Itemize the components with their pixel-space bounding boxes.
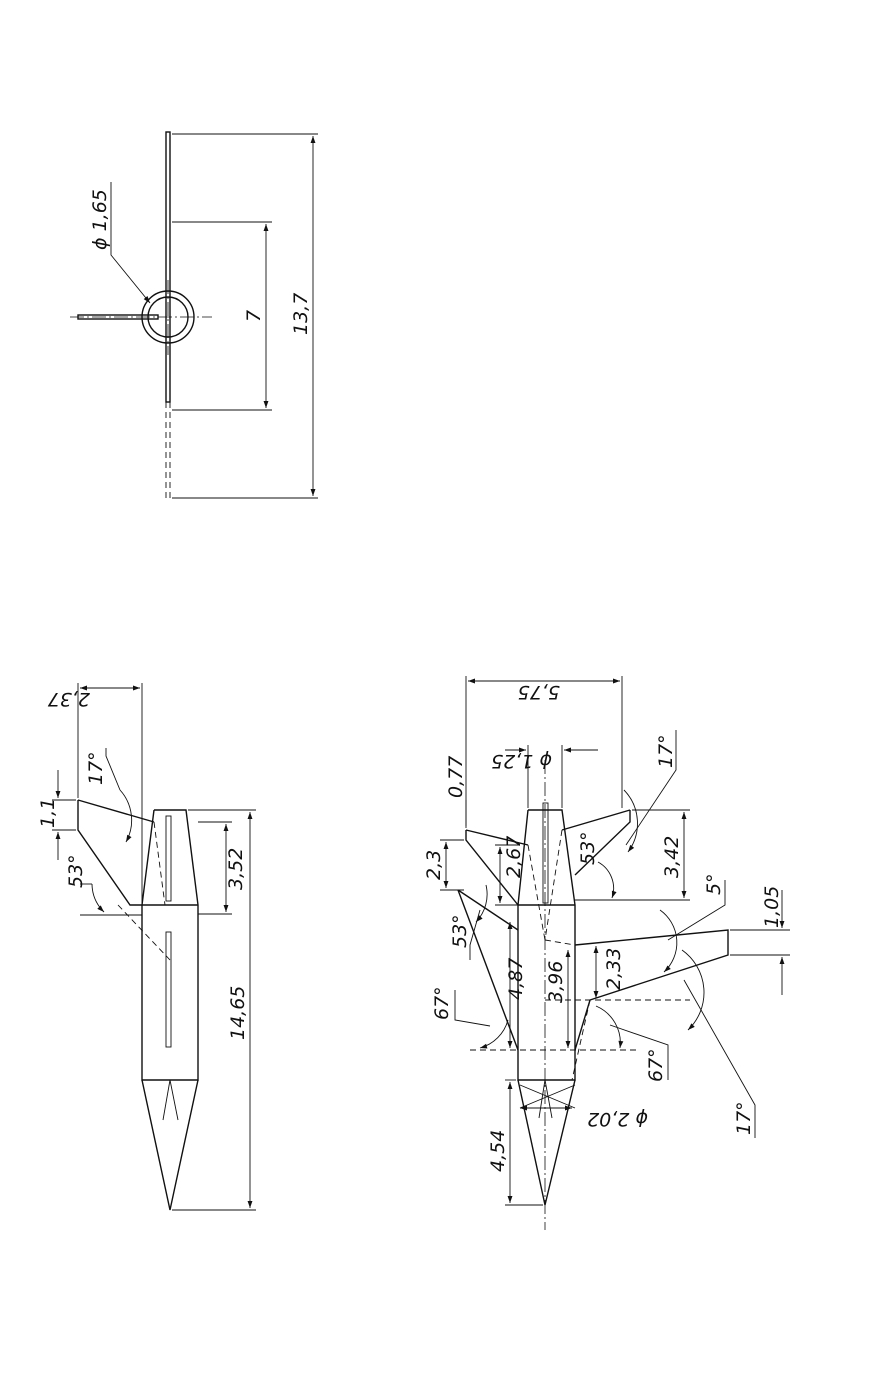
top-dim-0-77: 0,77 bbox=[445, 756, 467, 798]
front-diameter-label: ϕ 1,65 bbox=[89, 189, 111, 250]
top-dim-5-75: 5,75 bbox=[518, 681, 560, 703]
top-angle-53-wing: 53° bbox=[449, 914, 471, 948]
side-nose-cone bbox=[141, 1079, 199, 1211]
top-dim-3-96: 3,96 bbox=[545, 961, 567, 1003]
side-view: 2,37 1,1 17° 53° 3,52 14,65 bbox=[37, 683, 256, 1211]
top-dim-4-87: 4,87 bbox=[505, 958, 527, 1000]
side-dim-14-65: 14,65 bbox=[227, 986, 249, 1040]
top-dim-1-05: 1,05 bbox=[761, 886, 783, 928]
top-angle-5: 5° bbox=[703, 873, 725, 895]
top-dim-diameter-1-25: ϕ 1,25 bbox=[491, 750, 552, 772]
top-dim-2-33: 2,33 bbox=[603, 948, 625, 990]
top-angle-67-right: 67° bbox=[645, 1048, 667, 1082]
side-angle-17: 17° bbox=[85, 751, 107, 785]
top-angle-53-canard: 53° bbox=[577, 831, 599, 865]
side-dim-3-52: 3,52 bbox=[225, 848, 247, 890]
top-dim-2-3: 2,3 bbox=[423, 850, 445, 880]
side-fin bbox=[77, 800, 142, 906]
front-dim-13-7: 13,7 bbox=[290, 293, 312, 335]
top-angle-17-bottom: 17° bbox=[733, 1101, 755, 1135]
top-dim-3-42: 3,42 bbox=[661, 836, 683, 878]
top-angle-17-right: 17° bbox=[655, 734, 677, 768]
top-dim-2-67: 2,67 bbox=[503, 836, 525, 878]
front-dim-7: 7 bbox=[243, 310, 265, 322]
side-dim-2-37: 2,37 bbox=[48, 688, 90, 710]
top-right-wing bbox=[574, 929, 729, 1051]
side-dim-1-1: 1,1 bbox=[37, 798, 59, 828]
top-body-outline bbox=[517, 809, 576, 1081]
top-view: 5,75 ϕ 1,25 0,77 17° 2,3 2,67 53° 3,42 bbox=[423, 676, 790, 1230]
top-angle-67-left: 67° bbox=[431, 986, 453, 1020]
front-view: ϕ 1,65 7 13,7 bbox=[70, 131, 318, 500]
top-dim-diameter-2-02: ϕ 2,02 bbox=[587, 1108, 648, 1130]
top-dim-4-54: 4,54 bbox=[487, 1130, 509, 1172]
top-nose-cone bbox=[517, 1079, 576, 1206]
side-body-outline bbox=[141, 809, 199, 1081]
side-angle-53: 53° bbox=[65, 854, 87, 888]
vertical-fin bbox=[165, 131, 171, 403]
